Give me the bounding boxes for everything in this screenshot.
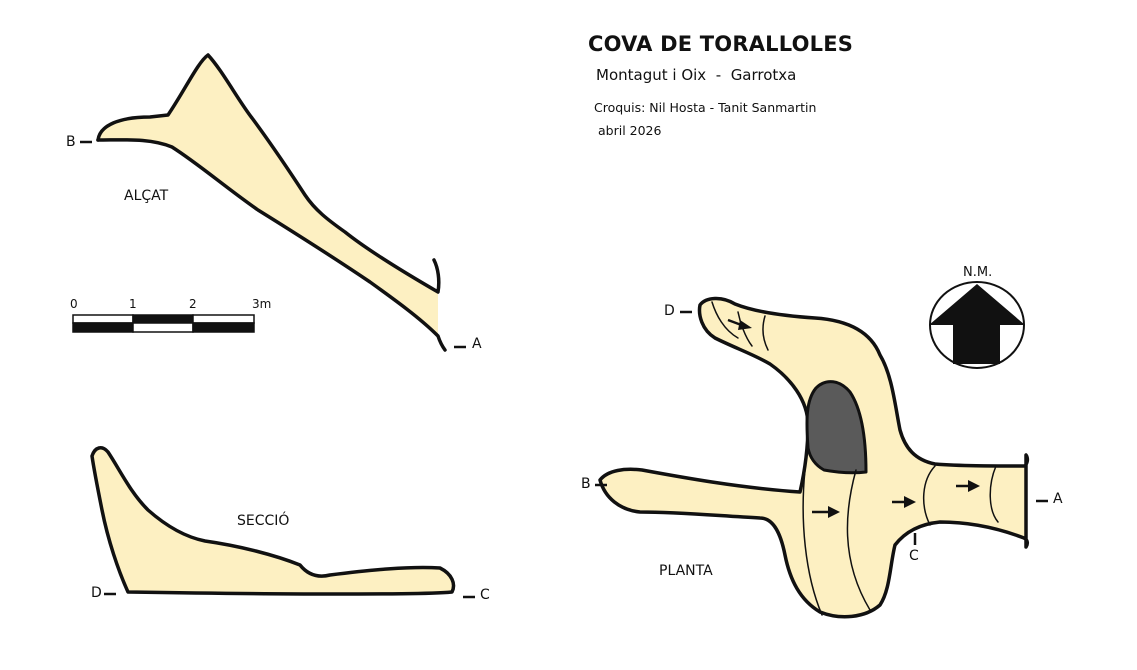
elevation-view: ALÇAT B A (66, 53, 482, 352)
flow-arrow-1-head (738, 320, 752, 330)
scale-segment-5 (132, 322, 194, 333)
plan-point-b-label: B (581, 476, 591, 492)
scale-tick-3: 3m (252, 297, 271, 311)
section-point-d-label: D (91, 585, 102, 601)
flow-arrow-3-head (904, 496, 916, 508)
plan-shaft-1 (711, 301, 739, 339)
north-label: N.M. (963, 265, 992, 280)
elevation-point-b-label: B (66, 134, 76, 150)
elevation-outline-top (96, 53, 441, 294)
north-arrow-icon (929, 284, 1025, 364)
scale-segment-3 (192, 314, 255, 324)
elevation-outline-bottom (96, 138, 447, 352)
section-view: SECCIÓ D C (90, 446, 490, 603)
location-separator: - (715, 66, 722, 84)
scale-tick-1: 1 (129, 297, 137, 311)
plan-ledge-3 (922, 465, 936, 526)
elevation-point-a-label: A (472, 336, 482, 352)
plan-shaft-2 (737, 311, 753, 347)
survey-location: Montagut i Oix - Garrotxa (596, 66, 796, 84)
plan-point-d-label: D (664, 303, 675, 319)
section-label: SECCIÓ (237, 511, 289, 529)
plan-shaft-3 (762, 315, 769, 351)
scale-segment-2 (132, 314, 194, 324)
flow-arrow-2-head (828, 506, 840, 518)
location-region: Garrotxa (730, 66, 797, 84)
survey-credits: Croquis: Nil Hosta - Tanit Sanmartin (594, 100, 817, 115)
plan-point-a-label: A (1053, 491, 1063, 507)
scale-segment-6 (192, 322, 255, 333)
location-town: Montagut i Oix (596, 66, 707, 84)
section-cave-shape (90, 446, 456, 596)
flow-arrow-4-head (968, 480, 980, 492)
north-arrow: N.M. (929, 265, 1025, 369)
plan-ledge-1 (802, 469, 823, 616)
plan-ledge-4 (989, 465, 999, 523)
scale-tick-0: 0 (70, 297, 78, 311)
plan-view: PLANTA D B A C (581, 296, 1063, 619)
elevation-label: ALÇAT (124, 188, 169, 204)
survey-title: COVA DE TORALLOLES (588, 32, 854, 56)
scale-bar: 0 1 2 3m (70, 297, 271, 333)
plan-pillar (805, 380, 868, 475)
plan-point-c-label: C (909, 548, 919, 564)
plan-label: PLANTA (659, 563, 713, 579)
survey-date: abril 2026 (598, 123, 662, 138)
plan-flow-arrows (727, 318, 980, 518)
elevation-cave-shape (98, 55, 438, 336)
scale-segment-4 (72, 322, 134, 333)
scale-tick-2: 2 (189, 297, 197, 311)
scale-segment-1 (72, 314, 134, 324)
plan-ledge-2 (846, 469, 871, 611)
section-point-c-label: C (480, 587, 490, 603)
